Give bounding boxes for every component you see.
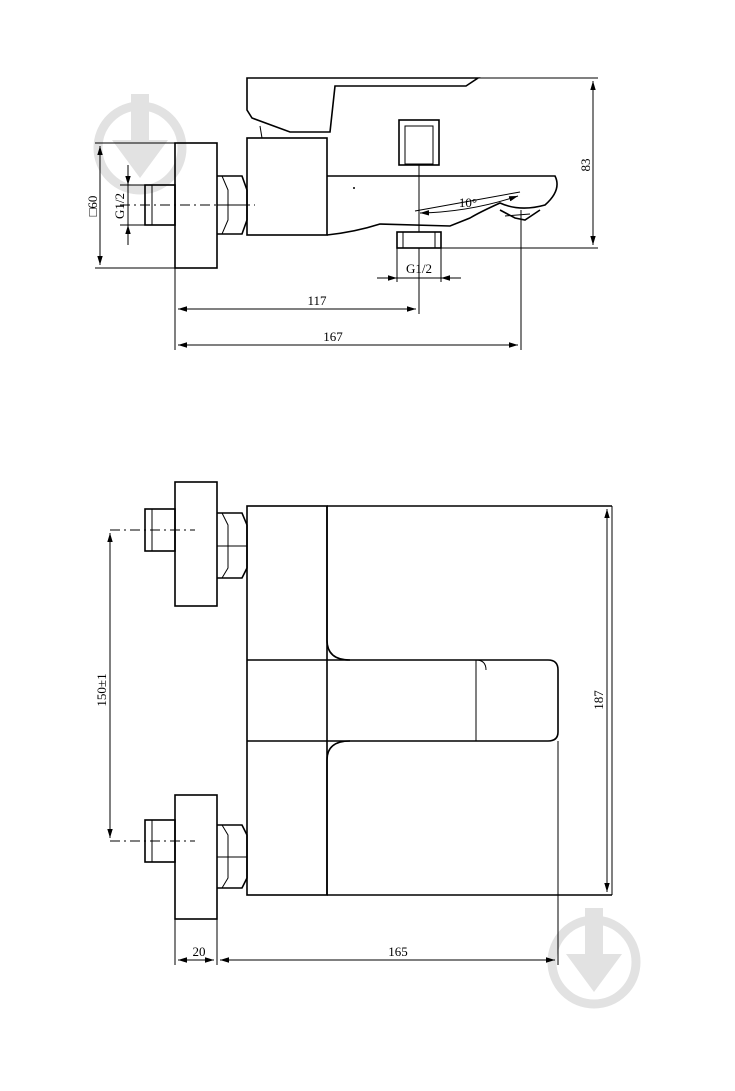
dim-167-label: 167 bbox=[323, 329, 343, 344]
watermark-top-icon bbox=[93, 94, 187, 195]
inlet-thread-label: G1/2 bbox=[112, 193, 127, 219]
dim-117-label: 117 bbox=[307, 293, 327, 308]
side-view bbox=[120, 77, 558, 269]
watermark-bottom-icon bbox=[547, 908, 641, 1009]
side-height-label: 83 bbox=[578, 159, 593, 172]
front-height-label: 187 bbox=[591, 690, 606, 710]
dim-165-label: 165 bbox=[388, 944, 408, 959]
inlet-spacing-label: 150±1 bbox=[94, 673, 109, 706]
inlet-square-label: □60 bbox=[85, 196, 100, 217]
spout-angle-label: 10° bbox=[459, 195, 477, 210]
dim-20-label: 20 bbox=[193, 944, 206, 959]
front-view-dimensions: 150±1 187 20 165 bbox=[94, 506, 613, 965]
side-view-dimensions: □60 G1/2 G1/2 10° 83 117 167 bbox=[85, 77, 598, 350]
front-view bbox=[110, 481, 612, 965]
